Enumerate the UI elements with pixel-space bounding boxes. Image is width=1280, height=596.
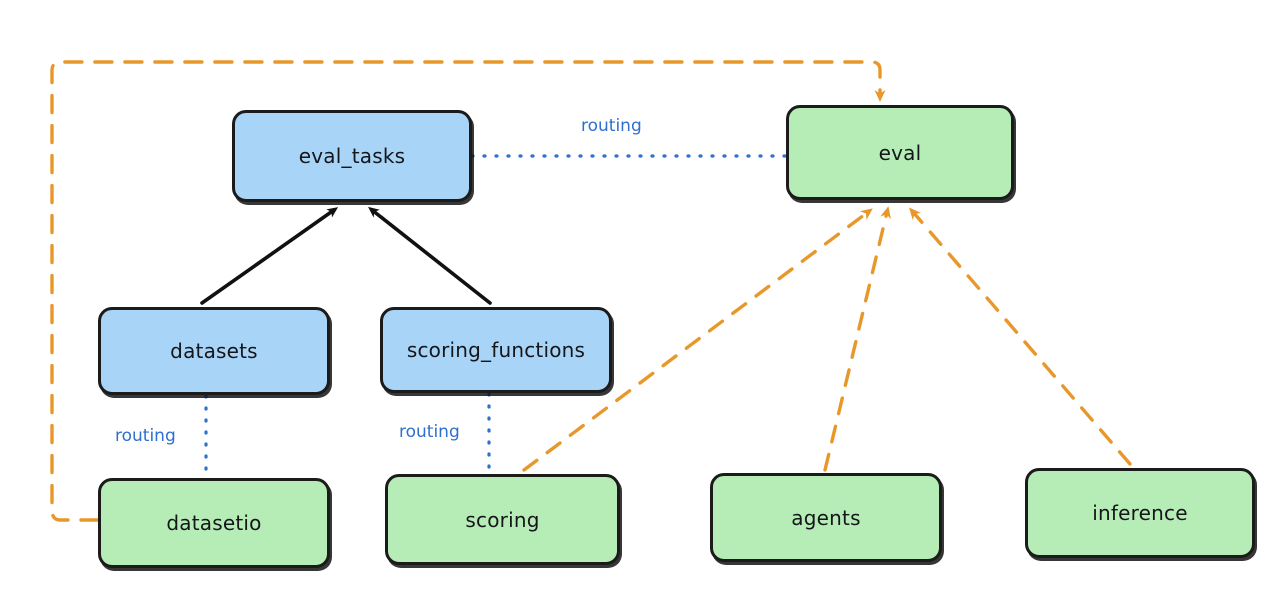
node-inference[interactable]: inference <box>1025 468 1255 558</box>
edge-label-routing-datasets-datasetio: routing <box>112 426 179 446</box>
edge-inference-to-eval <box>909 207 1132 466</box>
node-label: inference <box>1092 501 1188 525</box>
node-label: agents <box>791 505 861 530</box>
node-eval[interactable]: eval <box>786 105 1014 200</box>
node-label: datasetio <box>166 511 262 535</box>
node-label: scoring <box>465 507 540 532</box>
node-label: eval <box>878 140 922 165</box>
edge-agents-to-eval <box>823 206 891 472</box>
node-scoring-functions[interactable]: scoring_functions <box>380 307 612 393</box>
node-agents[interactable]: agents <box>710 473 942 562</box>
edge-datasetio-to-eval <box>50 60 886 522</box>
edge-datasets-to-eval_tasks <box>200 207 339 305</box>
edge-scoring_functions-to-eval_tasks <box>368 206 492 305</box>
node-datasets[interactable]: datasets <box>98 307 330 395</box>
edge-label-routing-scoring-functions-scoring: routing <box>396 422 463 442</box>
node-datasetio[interactable]: datasetio <box>98 478 330 568</box>
node-label: scoring_functions <box>406 338 586 362</box>
node-label: eval_tasks <box>298 144 406 168</box>
node-eval-tasks[interactable]: eval_tasks <box>232 110 472 202</box>
edge-scoring-to-eval <box>522 208 873 472</box>
node-label: datasets <box>170 339 258 363</box>
node-scoring[interactable]: scoring <box>385 474 620 565</box>
edge-label-routing-eval-tasks-eval: routing <box>578 116 645 136</box>
